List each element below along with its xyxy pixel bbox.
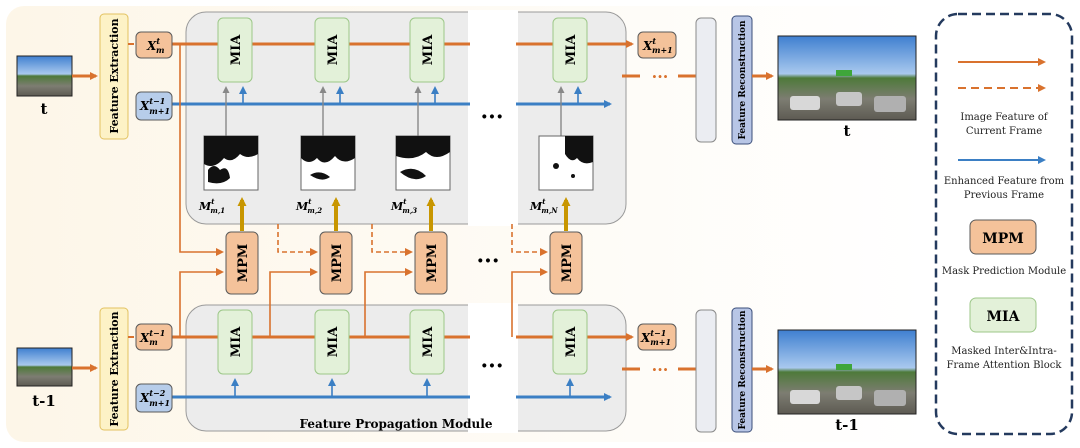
legend-image-feature-2: Current Frame	[966, 126, 1042, 137]
mia-block	[409, 309, 445, 375]
mia-block	[552, 309, 588, 375]
stage-box-bottom	[695, 309, 717, 433]
mask-image-3	[395, 135, 451, 191]
output-frame-t-1	[777, 329, 917, 415]
feature-reconstruction-label-top: Feature Reconstruction	[738, 20, 748, 140]
mpm-label: MPM	[236, 244, 251, 283]
mia-label: MIA	[564, 326, 579, 357]
feature-propagation-label: Feature Propagation Module	[300, 417, 493, 431]
input-frame-t	[16, 55, 73, 97]
blue-up-arrows-bottom	[231, 378, 574, 397]
mask-image-n	[538, 135, 594, 191]
input-label-t: t	[41, 100, 48, 118]
mask-to-mia-arrows	[222, 86, 565, 136]
legend-mia-box	[969, 297, 1037, 333]
mpm-dashed-connectors	[277, 224, 548, 256]
mpm-block	[319, 231, 353, 295]
x-box-bottom-out	[637, 323, 677, 351]
mia-label: MIA	[326, 34, 341, 65]
feature-reconstruction-label-bottom: Feature Reconstruction	[738, 310, 748, 430]
blue-up-arrows-top	[239, 86, 582, 104]
output-label-t: t	[844, 122, 851, 140]
mia-label: MIA	[326, 326, 341, 357]
mask-image-1	[203, 135, 259, 191]
ellipsis-top: ···	[481, 104, 504, 130]
mia-label: MIA	[564, 34, 579, 65]
x-box-bottom-in	[135, 323, 173, 351]
dashed-to-reconstruction	[622, 74, 640, 371]
output-label-t-1: t-1	[835, 416, 859, 434]
mpm-row	[225, 231, 583, 295]
ellipsis-middle: ···	[477, 248, 500, 274]
mpm-block	[225, 231, 259, 295]
input-label-t-1: t-1	[32, 392, 56, 410]
legend-mia-desc-1: Masked Inter&Intra-	[951, 346, 1056, 357]
x-box-top-out	[637, 31, 677, 59]
legend-image-feature-1: Image Feature of	[960, 112, 1049, 123]
legend-mpm-desc: Mask Prediction Module	[942, 266, 1066, 277]
mia-row-top	[217, 17, 588, 83]
output-frame-t	[777, 35, 917, 121]
mpm-label: MPM	[560, 244, 575, 283]
mpm-to-mask-arrows	[237, 197, 571, 231]
mpm-label: MPM	[330, 244, 345, 283]
mask-image-2	[300, 135, 356, 191]
legend-mpm-box	[969, 219, 1037, 255]
legend-mia-label: MIA	[987, 309, 1021, 325]
mpm-block	[549, 231, 583, 295]
mpm-input-connectors	[179, 44, 548, 337]
mpm-block	[414, 231, 448, 295]
legend-mia-desc-2: Frame Attention Block	[947, 360, 1063, 371]
input-frame-t-1	[16, 347, 73, 387]
mia-block	[552, 17, 588, 83]
x-box-top-in	[135, 31, 173, 59]
mia-block	[217, 17, 253, 83]
mia-label: MIA	[229, 326, 244, 357]
break-cover-bottom	[470, 322, 516, 406]
feature-extraction-box-top	[99, 13, 129, 140]
mia-row-bottom	[217, 309, 588, 375]
mia-label: MIA	[421, 34, 436, 65]
dots-top: ···	[652, 67, 669, 86]
mpm-label: MPM	[425, 244, 440, 283]
dots-bottom: ···	[652, 360, 669, 379]
mia-block	[314, 309, 350, 375]
feature-reconstruction-box-top	[731, 15, 753, 145]
break-cover-top	[470, 30, 516, 112]
mia-label: MIA	[229, 34, 244, 65]
stage-box-top	[695, 17, 717, 143]
mia-block	[409, 17, 445, 83]
mia-label: MIA	[421, 326, 436, 357]
legend-enhanced-1: Enhanced Feature from	[944, 176, 1065, 187]
x-box-bottom-prev	[135, 383, 173, 413]
ellipsis-bottom: ···	[481, 353, 504, 379]
feature-extraction-label-top: Feature Extraction	[108, 18, 121, 133]
x-box-top-prev	[135, 91, 173, 121]
feature-extraction-label-bottom: Feature Extraction	[108, 311, 121, 426]
mia-block	[314, 17, 350, 83]
legend-mpm-label: MPM	[982, 231, 1024, 247]
legend-enhanced-2: Previous Frame	[964, 190, 1044, 201]
mia-block	[217, 309, 253, 375]
feature-extraction-box-bottom	[99, 307, 129, 431]
